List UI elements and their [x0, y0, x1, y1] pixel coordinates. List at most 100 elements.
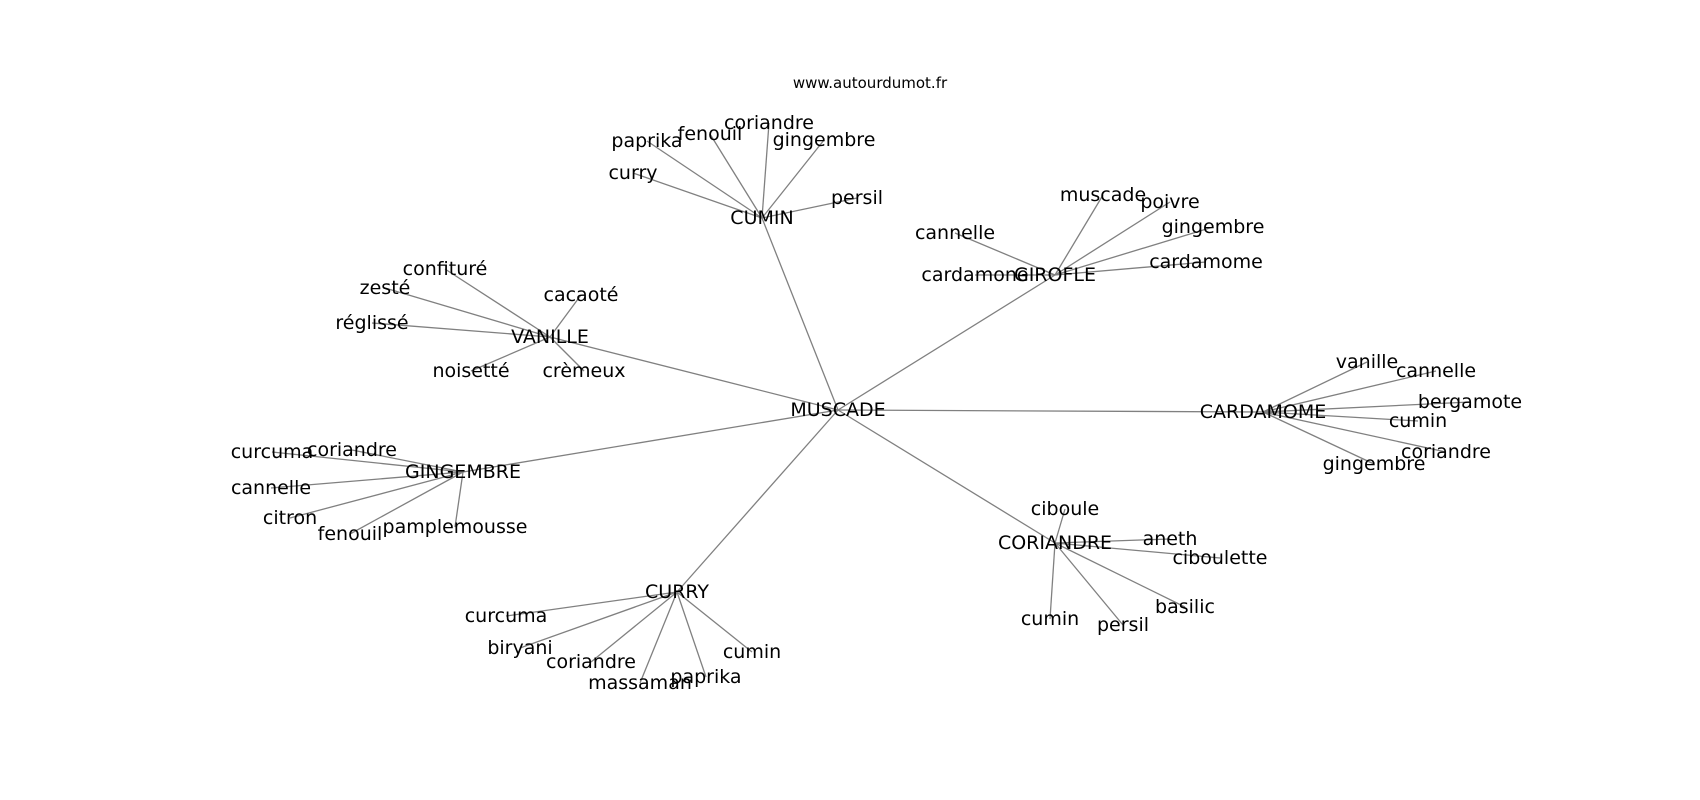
leaf-node-label: noisetté — [432, 360, 509, 382]
hub-node-label: CUMIN — [730, 207, 793, 229]
leaf-node-label: fenouil — [318, 523, 383, 545]
edge-curry_hub-leaf-3 — [639, 591, 678, 684]
edge-girofle_hub-leaf-0 — [954, 232, 1056, 276]
leaf-node-label: biryani — [487, 637, 552, 659]
graph-edges — [270, 122, 1471, 684]
leaf-node-label: cardamome — [1149, 251, 1263, 273]
edge-curry_hub-leaf-1 — [519, 591, 678, 649]
leaf-node-label: crèmeux — [542, 360, 625, 382]
leaf-node-label: cannelle — [1396, 360, 1476, 382]
edge-curry_hub-leaf-2 — [590, 591, 678, 663]
edge-cardamome_hub-leaf-0 — [1262, 361, 1368, 413]
edge-coriandre_hub-leaf-0 — [1054, 508, 1066, 544]
edge-curry_hub-leaf-0 — [505, 591, 678, 617]
edge-girofle_hub-leaf-2 — [1054, 194, 1104, 276]
edge-coriandre_hub-leaf-3 — [1054, 542, 1186, 608]
edge-vanille_hub-leaf-1 — [384, 287, 551, 338]
leaf-node-label: réglissé — [335, 312, 408, 334]
leaf-node-label: confituré — [403, 258, 488, 280]
hub-node-label: CORIANDRE — [998, 532, 1112, 554]
edge-coriandre_hub-leaf-2 — [1054, 542, 1221, 559]
edge-vanille_hub-leaf-0 — [444, 268, 551, 338]
leaf-node-label: ciboulette — [1172, 547, 1267, 569]
hub-node-label: CARDAMOME — [1200, 401, 1327, 423]
edge-cardamome_hub-leaf-1 — [1262, 370, 1437, 413]
hub-node-label: GINGEMBRE — [405, 461, 521, 483]
leaf-node-label: pamplemousse — [383, 516, 528, 538]
edge-vanille_hub-leaf-3 — [549, 294, 582, 338]
leaf-node-label: citron — [263, 507, 317, 529]
hub-node-label: CURRY — [645, 581, 709, 603]
leaf-node-label: coriandre — [1401, 441, 1491, 463]
leaf-node-label: persil — [831, 187, 883, 209]
leaf-node-label: muscade — [1060, 184, 1146, 206]
leaf-node-label: curcuma — [465, 605, 548, 627]
edge-cumin_hub-leaf-3 — [761, 122, 770, 219]
edge-curry_hub-leaf-4 — [676, 591, 707, 678]
edge-cardamome_hub-leaf-2 — [1262, 401, 1471, 413]
hub-node-label: VANILLE — [511, 326, 589, 348]
leaf-node-label: poivre — [1140, 191, 1199, 213]
leaf-node-label: cannelle — [231, 477, 311, 499]
leaf-node-label: massaman — [588, 672, 692, 694]
edge-cumin_hub-leaf-2 — [709, 133, 763, 219]
edge-gingembre_hub-leaf-0 — [271, 451, 464, 473]
edge-cumin_hub-leaf-1 — [646, 140, 763, 219]
edge-vanille_hub-leaf-5 — [549, 336, 585, 372]
edge-cardamome_hub-leaf-4 — [1262, 411, 1447, 453]
center-node-label: MUSCADE — [790, 399, 885, 421]
leaf-node-label: fenouil — [678, 123, 743, 145]
hub-node-label: GIROFLE — [1014, 264, 1096, 286]
leaf-node-label: gingembre — [773, 129, 876, 151]
edge-coriandre_hub-leaf-5 — [1049, 542, 1056, 620]
leaf-node-label: cacaoté — [544, 284, 619, 306]
leaf-node-label: vanille — [1336, 351, 1398, 373]
edge-gingembre_hub-leaf-5 — [454, 471, 464, 528]
edge-gingembre_hub-leaf-1 — [351, 449, 464, 473]
leaf-node-label: coriandre — [724, 112, 814, 134]
edge-cumin_hub-leaf-4 — [761, 139, 825, 219]
leaf-node-label: coriandre — [546, 651, 636, 673]
leaf-node-label: ciboule — [1031, 498, 1099, 520]
edge-vanille_hub-leaf-2 — [371, 322, 551, 338]
edge-cardamome_hub-leaf-5 — [1262, 411, 1375, 465]
graph-labels: www.autourdumot.fr MUSCADECUMINcurrypapr… — [231, 74, 1522, 694]
leaf-node-label: cumin — [1021, 608, 1079, 630]
edge-center-to-cumin_hub — [761, 217, 839, 411]
edge-girofle_hub-leaf-4 — [1054, 226, 1214, 276]
leaf-node-label: paprika — [611, 130, 682, 152]
edge-center-to-coriandre_hub — [837, 409, 1056, 544]
edge-center-to-gingembre_hub — [462, 409, 839, 473]
edge-coriandre_hub-leaf-4 — [1054, 542, 1124, 626]
edge-gingembre_hub-leaf-4 — [349, 471, 464, 535]
leaf-node-label: gingembre — [1323, 453, 1426, 475]
leaf-node-label: cannelle — [915, 222, 995, 244]
leaf-node-label: gingembre — [1162, 216, 1265, 238]
edge-gingembre_hub-leaf-3 — [289, 471, 464, 519]
leaf-node-label: bergamote — [1418, 391, 1522, 413]
edge-center-to-girofle_hub — [837, 274, 1056, 411]
edge-coriandre_hub-leaf-1 — [1054, 538, 1171, 544]
leaf-node-label: curry — [608, 162, 657, 184]
edge-vanille_hub-leaf-4 — [470, 336, 551, 372]
edge-cardamome_hub-leaf-3 — [1262, 411, 1419, 422]
leaf-node-label: cumin — [1389, 410, 1447, 432]
edge-gingembre_hub-leaf-2 — [270, 471, 464, 489]
edge-cumin_hub-leaf-0 — [632, 172, 763, 219]
edge-center-to-cardamome_hub — [837, 409, 1264, 413]
edge-center-to-vanille_hub — [549, 336, 839, 411]
edge-center-to-curry_hub — [676, 409, 839, 593]
edge-cumin_hub-leaf-5 — [761, 197, 858, 219]
leaf-node-label: coriandre — [307, 439, 397, 461]
leaf-node-label: cumin — [723, 641, 781, 663]
edge-curry_hub-leaf-5 — [676, 591, 753, 653]
leaf-node-label: persil — [1097, 614, 1149, 636]
leaf-node-label: paprika — [670, 666, 741, 688]
leaf-node-label: aneth — [1143, 528, 1198, 550]
edge-girofle_hub-leaf-3 — [1054, 201, 1171, 276]
leaf-node-label: zesté — [360, 277, 411, 299]
edge-girofle_hub-leaf-5 — [1054, 261, 1207, 276]
leaf-node-label: curcuma — [231, 441, 314, 463]
leaf-node-label: cardamone — [921, 264, 1028, 286]
